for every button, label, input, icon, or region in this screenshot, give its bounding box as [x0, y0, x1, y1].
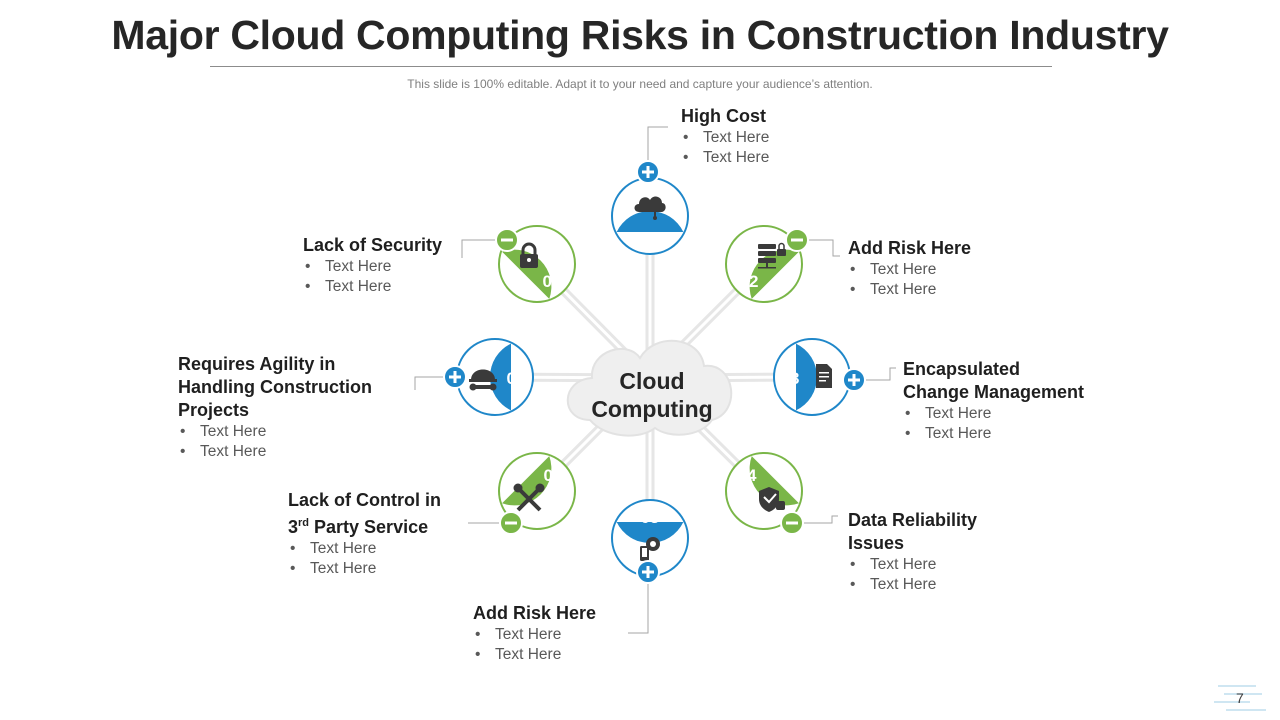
label-title-line: Change Management: [903, 382, 1085, 402]
server-lock-icon: [758, 242, 786, 269]
node-number: 03: [781, 369, 800, 388]
risk-node-01: 01: [611, 126, 689, 255]
minus-icon: [501, 238, 513, 242]
label-title: Add Risk Here: [848, 238, 972, 258]
label-bullet: Text Here: [178, 422, 372, 442]
cloud-shape: [566, 339, 733, 437]
plus-icon-vertical: [852, 374, 856, 386]
label-title-line: Encapsulated: [903, 359, 1021, 379]
decorative-lines: [1214, 685, 1266, 711]
label-bullet: Text Here: [848, 575, 977, 595]
label-bullet: Text Here: [303, 277, 442, 297]
label-add-risk-top: Add Risk Here Text Here Text Here: [848, 237, 971, 299]
minus-icon: [786, 521, 798, 525]
leader-line: [809, 239, 840, 257]
node-number: 06: [544, 466, 563, 485]
lock-icon: [520, 242, 538, 268]
node-stripe: [616, 522, 684, 543]
label-title-superscript: rd: [298, 517, 310, 529]
label-bullet: Text Here: [288, 539, 441, 559]
page-number: 7: [1236, 690, 1244, 706]
label-bullet: Text Here: [903, 404, 1084, 424]
slide-subtitle: This slide is 100% editable. Adapt it to…: [407, 77, 873, 91]
label-bullet: Text Here: [303, 257, 442, 277]
node-number: 02: [740, 272, 759, 291]
leader-line: [628, 584, 649, 634]
slide-title: Major Cloud Computing Risks in Construct…: [111, 12, 1169, 58]
label-bullet: Text Here: [848, 555, 977, 575]
node-stripe: [796, 343, 817, 411]
label-bullet: Text Here: [848, 260, 971, 280]
node-stripe: [616, 211, 684, 232]
label-bullet: Text Here: [903, 424, 1084, 444]
minus-icon: [505, 521, 517, 525]
label-title-line: Issues: [848, 533, 905, 553]
label-bullet: Text Here: [681, 128, 769, 148]
risk-node-03: 03: [773, 338, 896, 416]
leader-line: [461, 239, 495, 258]
node-number: 04: [738, 466, 757, 485]
node-stripe: [490, 343, 511, 411]
title-divider: [210, 66, 1052, 67]
risk-node-06: 06: [468, 452, 576, 535]
label-title-line: Handling Construction: [178, 377, 372, 397]
label-title: Lack of Control in 3rd Party Service: [288, 489, 441, 539]
cloud-icon: [634, 196, 666, 220]
node-number: 07: [507, 369, 526, 388]
node-stripe: [502, 249, 552, 299]
label-title: High Cost: [681, 106, 766, 126]
leader-line: [647, 126, 668, 160]
label-title-line: Requires Agility in: [178, 354, 336, 374]
node-stripe: [502, 456, 552, 506]
node-number: 08: [543, 272, 562, 291]
node-number: 05: [641, 508, 660, 527]
shield-hand-icon: [759, 487, 785, 512]
leader-line: [414, 376, 443, 390]
risk-node-05: 05: [611, 499, 689, 634]
center-label-line2: Computing: [591, 396, 712, 422]
risk-node-07: 07: [414, 338, 534, 416]
label-add-risk-bottom: Add Risk Here Text Here Text Here: [473, 602, 596, 664]
tools-icon: [513, 483, 545, 512]
leader-line: [804, 515, 838, 524]
label-bullet: Text Here: [473, 645, 596, 665]
label-title-line: 3: [288, 517, 299, 537]
label-high-cost: High Cost Text Here Text Here: [681, 105, 769, 167]
risk-node-02: 02: [725, 225, 840, 303]
plus-icon-vertical: [453, 371, 457, 383]
label-requires-agility: Requires Agility in Handling Construction…: [178, 353, 372, 461]
node-number: 01: [641, 231, 660, 250]
label-bullet: Text Here: [473, 625, 596, 645]
label-lack-of-control: Lack of Control in 3rd Party Service Text…: [288, 489, 441, 578]
label-title: Requires Agility in Handling Construction…: [178, 353, 372, 422]
risk-node-04: 04: [725, 452, 838, 535]
label-bullet: Text Here: [681, 148, 769, 168]
label-title-line: Data Reliability: [848, 510, 978, 530]
label-bullet: Text Here: [848, 280, 971, 300]
label-bullet: Text Here: [288, 559, 441, 579]
label-title-line: Lack of Control in: [288, 490, 441, 510]
plus-icon-vertical: [646, 566, 650, 578]
risk-nodes: 01 02 03 04 05 06 07 08: [414, 126, 896, 634]
label-title-line: Party Service: [309, 517, 429, 537]
risk-node-08: 08: [461, 225, 576, 303]
plus-icon-vertical: [646, 166, 650, 178]
gear-phone-icon: [640, 537, 660, 561]
minus-icon: [791, 238, 803, 242]
leader-line: [866, 367, 896, 381]
document-icon: [816, 364, 832, 388]
label-title-line: Projects: [178, 400, 250, 420]
label-title: Lack of Security: [303, 235, 443, 255]
center-label-line1: Cloud: [619, 368, 684, 394]
label-title: Add Risk Here: [473, 603, 597, 623]
helmet-wrench-icon: [469, 369, 497, 391]
label-lack-of-security: Lack of Security Text Here Text Here: [303, 234, 442, 296]
label-bullet: Text Here: [178, 442, 372, 462]
